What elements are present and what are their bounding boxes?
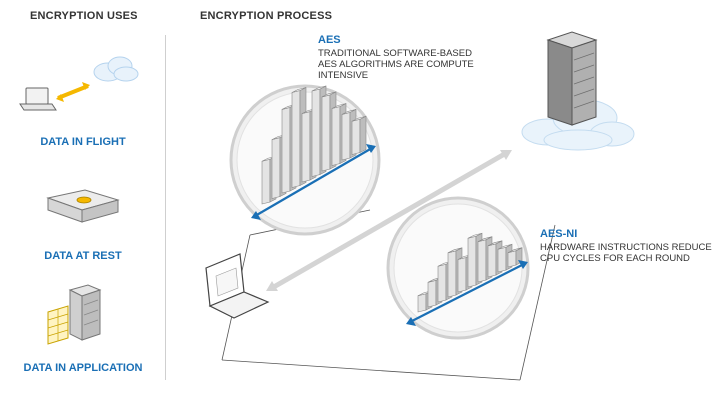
aesni-circle — [386, 196, 530, 340]
aes-bar — [351, 115, 367, 155]
laptop-cloud-icon — [19, 56, 139, 111]
server-cloud-icon — [521, 31, 635, 151]
aesni-title: AES-NI — [540, 228, 578, 240]
aesni-bar-group — [417, 232, 523, 313]
aesni-description: HARDWARE INSTRUCTIONS REDUCE CPU CYCLES … — [540, 242, 712, 264]
aes-desc-line: INTENSIVE — [318, 70, 369, 81]
transfer-arrow — [266, 149, 512, 291]
aesni-blue-arrow — [406, 260, 528, 326]
aes-circle — [229, 84, 381, 236]
aesni-desc-line: HARDWARE INSTRUCTIONS REDUCE — [540, 242, 712, 253]
uses-heading: ENCRYPTION USES — [30, 10, 138, 22]
process-heading: ENCRYPTION PROCESS — [200, 10, 333, 22]
column-divider — [165, 35, 166, 380]
aes-bar-group — [261, 85, 367, 205]
use-label-data-at-rest: DATA AT REST — [44, 250, 122, 262]
server-app-icon — [47, 284, 102, 345]
use-label-data-in-application: DATA IN APPLICATION — [23, 362, 143, 374]
aes-description: TRADITIONAL SOFTWARE-BASED AES ALGORITHM… — [318, 48, 474, 81]
aes-title: AES — [318, 34, 341, 46]
use-label-data-in-flight: DATA IN FLIGHT — [40, 136, 126, 148]
laptop-icon — [205, 253, 270, 319]
hard-drive-icon — [46, 189, 120, 223]
aes-desc-line: TRADITIONAL SOFTWARE-BASED — [318, 48, 472, 59]
aes-desc-line: AES ALGORITHMS ARE COMPUTE — [318, 59, 474, 70]
aes-blue-arrow — [251, 144, 376, 220]
aesni-desc-line: CPU CYCLES FOR EACH ROUND — [540, 253, 690, 264]
